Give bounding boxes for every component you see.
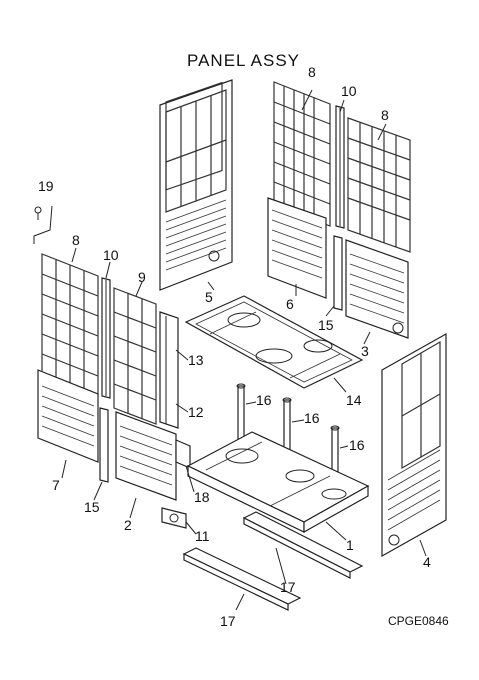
part-3-louver-panel [345, 239, 409, 339]
callout-5: 5 [205, 289, 213, 305]
callout-6: 6 [286, 296, 294, 312]
part-17-rail-upper [242, 511, 364, 579]
part-15-post-top [333, 235, 343, 311]
part-12-13-side-frame [159, 311, 179, 429]
callout-4: 4 [423, 554, 431, 570]
callout-17-a: 17 [280, 579, 296, 595]
callout-10-top: 10 [341, 83, 357, 99]
callout-8-left: 8 [72, 232, 80, 248]
part-6-louver-panel [267, 197, 327, 299]
callout-16-a: 16 [256, 392, 272, 408]
callout-8-top: 8 [308, 64, 316, 80]
callout-2: 2 [124, 517, 132, 533]
diagram-title: PANEL ASSY [187, 51, 300, 70]
part-5-panel [159, 79, 233, 291]
part-8-grille-left [41, 253, 99, 395]
part-1-base-pan [186, 431, 370, 534]
part-14-top-cover [184, 295, 364, 389]
part-10-strip-top [335, 105, 345, 229]
drawing-code: CPGE0846 [388, 614, 449, 628]
part-17-rail-lower [182, 547, 302, 611]
part-9-grille [113, 287, 157, 425]
callout-16-c: 16 [349, 437, 365, 453]
part-8-grille-right [347, 117, 411, 253]
callout-12: 12 [188, 404, 204, 420]
leader-lines [61, 89, 427, 611]
part-10-strip-left [101, 277, 111, 399]
callout-17-b: 17 [220, 613, 236, 629]
callout-10-left: 10 [103, 247, 119, 263]
callout-9: 9 [138, 269, 146, 285]
part-8-grille-top [273, 81, 331, 227]
part-19-screw [33, 205, 53, 244]
callout-15-left: 15 [84, 499, 100, 515]
callout-3: 3 [361, 343, 369, 359]
callouts: 5 8 10 8 6 15 3 14 19 8 10 9 13 12 16 16… [38, 64, 431, 629]
callout-8-right: 8 [381, 107, 389, 123]
part-4-panel [381, 332, 447, 558]
callout-15-top: 15 [318, 317, 334, 333]
callout-7: 7 [52, 477, 60, 493]
part-11-gasket [161, 507, 187, 529]
part-7-louver-panel [37, 369, 99, 463]
callout-18: 18 [194, 489, 210, 505]
callout-11: 11 [195, 528, 210, 544]
part-18-bracket [175, 439, 191, 469]
callout-16-b: 16 [304, 410, 320, 426]
callout-1: 1 [346, 537, 354, 553]
part-2-louver-panel [115, 411, 177, 501]
callout-19: 19 [38, 178, 54, 194]
callout-14: 14 [346, 392, 362, 408]
part-15-post-left [99, 407, 109, 483]
callout-13: 13 [188, 352, 204, 368]
